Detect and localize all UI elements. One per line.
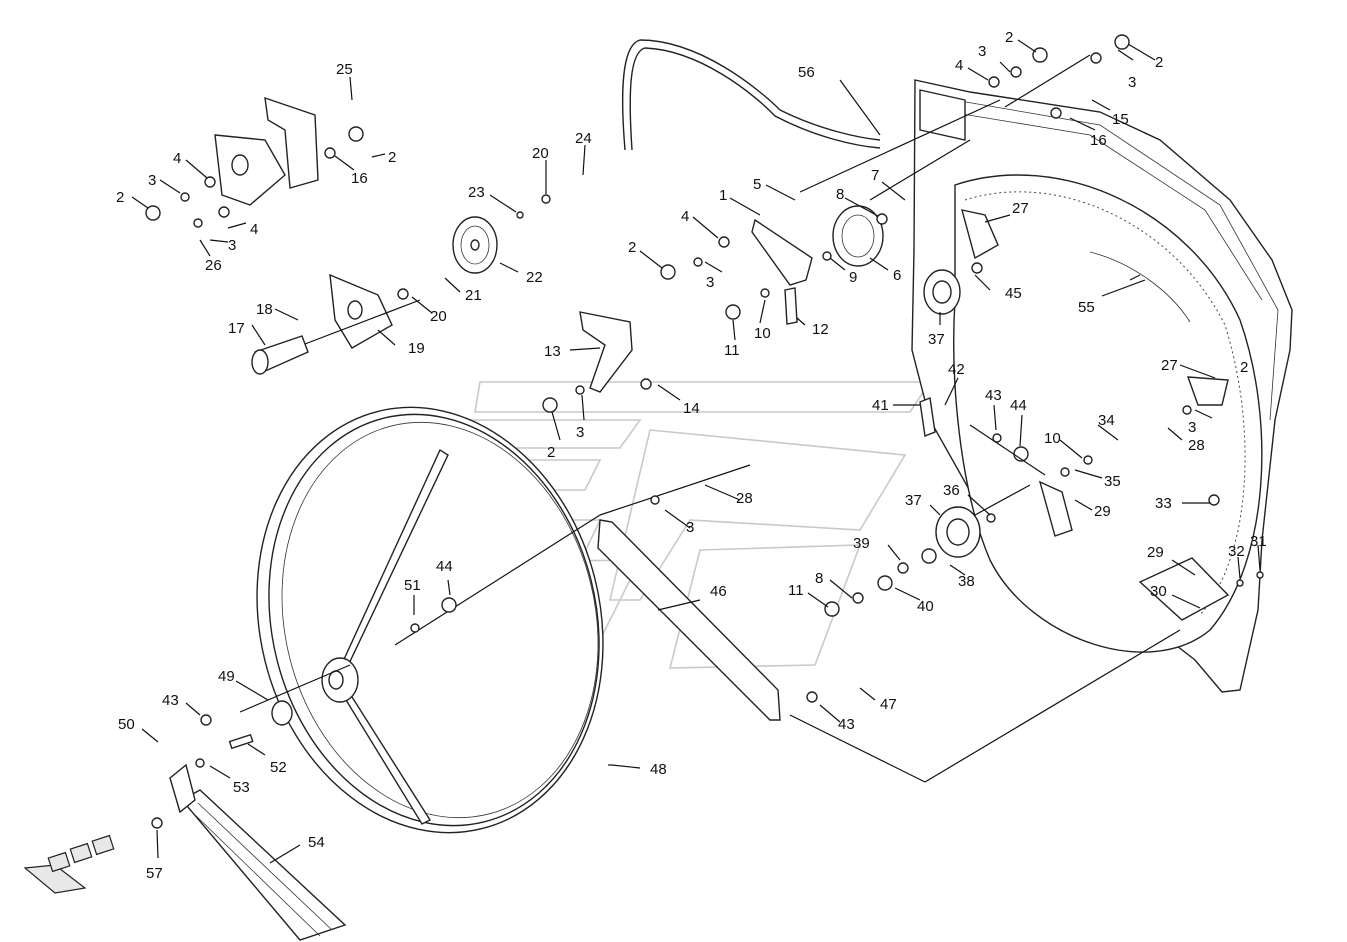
callout-label: 38 [958, 573, 975, 590]
callout-label: 24 [575, 130, 592, 147]
callout-label: 3 [978, 43, 986, 60]
callout-label: 37 [928, 331, 945, 348]
callout-label: 45 [1005, 285, 1022, 302]
callout-label: 2 [388, 149, 396, 166]
callout-label: 52 [270, 759, 287, 776]
callout-label: 8 [815, 570, 823, 587]
reel-rim-48 [256, 406, 604, 834]
callout-label: 10 [1044, 430, 1061, 447]
callout-label: 2 [628, 239, 636, 256]
callout-label: 36 [943, 482, 960, 499]
callout-label: 4 [955, 57, 963, 74]
callout-label: 7 [871, 167, 879, 184]
callout-label: 30 [1150, 583, 1167, 600]
callout-label: 13 [544, 343, 561, 360]
callout-label: 14 [683, 400, 700, 417]
leader-lines [131, 39, 1261, 864]
callout-label: 28 [736, 490, 753, 507]
callout-label: 18 [256, 301, 273, 318]
callout-label: 11 [724, 342, 740, 359]
callout-label: 46 [710, 583, 727, 600]
callout-label: 20 [430, 308, 447, 325]
callout-label: 2 [1005, 29, 1013, 46]
callout-label: 35 [1104, 473, 1121, 490]
callout-label: 10 [754, 325, 771, 342]
callout-label: 21 [465, 287, 482, 304]
callout-label: 2 [1155, 54, 1163, 71]
direction-arrow-icon [23, 834, 115, 894]
callout-label: 16 [1090, 132, 1107, 149]
callout-label: 11 [788, 582, 804, 599]
callout-label: 3 [1188, 419, 1196, 436]
callout-label: 51 [404, 577, 421, 594]
callout-label: 27 [1012, 200, 1029, 217]
callout-label: 39 [853, 535, 870, 552]
callout-label: 43 [162, 692, 179, 709]
callout-label: 3 [706, 274, 714, 291]
callout-label: 28 [1188, 437, 1205, 454]
callout-label: 19 [408, 340, 425, 357]
hardware-fasteners [145, 34, 1264, 829]
callout-label: 8 [836, 186, 844, 203]
callout-label: 47 [880, 696, 897, 713]
callout-label: 3 [576, 424, 584, 441]
callout-label: 16 [351, 170, 368, 187]
callout-label: 17 [228, 320, 245, 337]
callout-label: 26 [205, 257, 222, 274]
callout-label: 15 [1112, 111, 1129, 128]
callout-label: 2 [116, 189, 124, 206]
callout-label: 57 [146, 865, 163, 882]
rear-frame-panel [911, 79, 1293, 693]
callout-label: 44 [436, 558, 453, 575]
callout-label: 50 [118, 716, 135, 733]
callout-label: 33 [1155, 495, 1172, 512]
callout-label: 53 [233, 779, 250, 796]
callout-label: 54 [308, 834, 325, 851]
belt-56 [621, 39, 881, 151]
left-bracket-assembly [214, 96, 498, 375]
auger-54 [169, 700, 347, 941]
callout-label: 55 [1078, 299, 1095, 316]
callout-label: 23 [468, 184, 485, 201]
callout-labels: 1 2 2 2 2 2 2 2 3 3 3 3 3 3 3 3 4 4 4 4 … [116, 29, 1267, 882]
callout-label: 40 [917, 598, 934, 615]
callout-label: 25 [336, 61, 353, 78]
callout-label: 49 [218, 668, 235, 685]
callout-label: 2 [1240, 359, 1248, 376]
callout-label: 41 [872, 397, 889, 414]
callout-label: 3 [228, 237, 236, 254]
callout-label: 43 [838, 716, 855, 733]
callout-label: 3 [1128, 74, 1136, 91]
callout-label: 6 [893, 267, 901, 284]
callout-label: 32 [1228, 543, 1245, 560]
callout-label: 56 [798, 64, 815, 81]
callout-label: 29 [1094, 503, 1111, 520]
tensioner-assembly [579, 205, 1230, 621]
callout-label: 31 [1250, 533, 1267, 550]
callout-label: 4 [250, 221, 258, 238]
callout-label: 1 [719, 187, 727, 204]
callout-label: 22 [526, 269, 543, 286]
callout-label: 37 [905, 492, 922, 509]
callout-label: 3 [148, 172, 156, 189]
callout-label: 43 [985, 387, 1002, 404]
callout-label: 42 [948, 361, 965, 378]
callout-label: 48 [650, 761, 667, 778]
callout-label: 34 [1098, 412, 1115, 429]
callout-label: 12 [812, 321, 829, 338]
callout-label: 3 [686, 519, 694, 536]
callout-label: 4 [173, 150, 181, 167]
callout-label: 20 [532, 145, 549, 162]
callout-label: 29 [1147, 544, 1164, 561]
callout-label: 27 [1161, 357, 1178, 374]
support-arm-46 [239, 464, 1181, 783]
callout-label: 2 [547, 444, 555, 461]
callout-label: 5 [753, 176, 761, 193]
callout-label: 4 [681, 208, 689, 225]
callout-label: 9 [849, 269, 857, 286]
callout-label: 44 [1010, 397, 1027, 414]
